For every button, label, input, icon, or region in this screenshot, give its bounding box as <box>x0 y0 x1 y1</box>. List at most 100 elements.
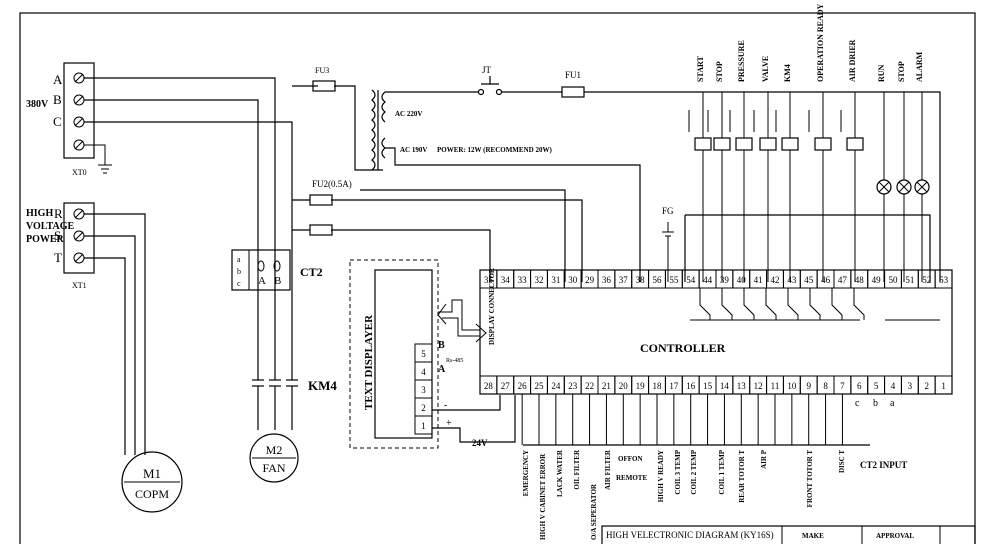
relay-coil <box>814 137 832 151</box>
ct2-a: A <box>258 275 266 287</box>
td-minus: - <box>444 400 447 411</box>
ct2-input-c: c <box>855 398 860 409</box>
xt1-label: XT1 <box>72 281 87 290</box>
terminal-number: 41 <box>754 275 763 285</box>
top-label: AIR DRIER <box>848 39 857 82</box>
terminal-number: 7 <box>840 381 845 391</box>
relay-coil <box>781 137 799 151</box>
top-label: OPERATION READY <box>816 3 825 82</box>
ct2-input-b: b <box>873 398 878 409</box>
top-label: KM4 <box>783 64 792 82</box>
top-label: PRESSURE <box>737 40 746 82</box>
fuse-fu1 <box>561 86 585 98</box>
terminal-number: 27 <box>501 381 511 391</box>
control-transformer <box>371 89 386 171</box>
terminal-number: 8 <box>823 381 828 391</box>
jt-label: JT <box>482 65 492 75</box>
terminal-number: 47 <box>838 275 848 285</box>
bottom-label: COIL 3 TEMP <box>674 449 682 494</box>
terminal-number: 5 <box>874 381 879 391</box>
bottom-label: REAR TOTOR T <box>738 450 746 503</box>
power-note: POWER: 12W (RECOMMEND 20W) <box>437 146 552 154</box>
terminal-number: 53 <box>939 275 949 285</box>
rs485-b: B <box>438 340 445 351</box>
m2-id: M2 <box>266 443 283 457</box>
terminal-number: 48 <box>855 275 865 285</box>
motor-m2: M2 FAN <box>249 433 299 483</box>
supply-voltage-label: 380V <box>26 99 49 110</box>
terminal-number: 45 <box>804 275 814 285</box>
terminal-number: 56 <box>653 275 663 285</box>
terminal-number: 54 <box>686 275 696 285</box>
display-connector-arrow <box>437 299 487 343</box>
hv-label-line2: VOLTAGE <box>26 221 74 232</box>
terminal-number: 30 <box>568 275 578 285</box>
relay-coil <box>694 137 712 151</box>
fg-ground-icon <box>662 222 674 237</box>
v24-label: 24V <box>472 438 488 448</box>
terminal-number: 14 <box>720 381 730 391</box>
relay-coil <box>713 137 731 151</box>
bottom-label: HIGH V READY <box>657 450 665 502</box>
rs485-label: Rs-485 <box>446 358 463 364</box>
terminal-number: 25 <box>535 381 545 391</box>
offon-label: OFFON <box>618 455 643 463</box>
xt0-frame <box>63 62 95 159</box>
terminal-number: 35 <box>484 275 494 285</box>
ct2-input-a: a <box>890 398 895 409</box>
xt0-label: XT0 <box>72 168 87 177</box>
top-label: START <box>696 56 705 82</box>
fuse-fu2b <box>309 224 333 236</box>
terminal-number: 50 <box>889 275 899 285</box>
bottom-label: AIR P <box>760 449 768 469</box>
terminal-number: 31 <box>551 275 560 285</box>
bottom-label: AIR FILTER <box>604 449 612 490</box>
controller-frame <box>479 269 953 395</box>
fu1-label: FU1 <box>565 70 581 80</box>
terminal-number: 1 <box>941 381 946 391</box>
top-label: RUN <box>877 64 886 82</box>
fuse-fu3 <box>312 80 336 92</box>
td-plus: + <box>446 418 452 429</box>
terminal-number: 22 <box>585 381 594 391</box>
bottom-label: FRONT TOTOR T <box>806 450 814 508</box>
terminal-number: 28 <box>484 381 494 391</box>
ac220-label: AC 220V <box>395 110 422 118</box>
terminal-number: 23 <box>568 381 578 391</box>
displayer-pin-number: 5 <box>421 349 426 359</box>
terminal-number: 15 <box>703 381 713 391</box>
km4-main-label: KM4 <box>308 378 337 393</box>
terminal-number: 21 <box>602 381 611 391</box>
terminal-number: 3 <box>908 381 913 391</box>
m1-id: M1 <box>143 466 161 481</box>
terminal-number: 51 <box>905 275 914 285</box>
terminal-cell <box>934 269 953 289</box>
display-connector-label: DISPLAY CONNECTOR <box>488 267 496 345</box>
terminal-number: 34 <box>501 275 511 285</box>
terminal-number: 6 <box>857 381 862 391</box>
ct2-side-a: a <box>237 255 241 264</box>
top-label: STOP <box>715 61 724 82</box>
relay-coil <box>759 137 777 151</box>
hv-terminal-block: HIGH VOLTAGE POWER R S T XT1 <box>26 202 95 290</box>
terminal-number: 49 <box>872 275 882 285</box>
rs485-a: A <box>438 364 446 375</box>
text-displayer-title: TEXT DISPLAYER <box>363 314 375 410</box>
terminal-number: 42 <box>771 275 780 285</box>
relay-coil <box>735 137 753 151</box>
terminal-number: 46 <box>821 275 831 285</box>
terminal-number: 37 <box>619 275 629 285</box>
terminal-number: 11 <box>771 381 780 391</box>
phase-r-label: R <box>54 206 63 221</box>
fu3-label: FU3 <box>315 66 329 75</box>
bottom-label: COIL 2 TEMP <box>690 449 698 494</box>
terminal-number: 29 <box>585 275 595 285</box>
bottom-label: OIL FILTER <box>573 449 581 490</box>
ground-icon <box>98 164 112 174</box>
terminal-number: 24 <box>551 381 561 391</box>
ct2-label: CT2 <box>300 265 323 279</box>
terminal-number: 40 <box>737 275 747 285</box>
bottom-label: EMERGENCY <box>522 450 530 496</box>
terminal-number: 39 <box>720 275 730 285</box>
